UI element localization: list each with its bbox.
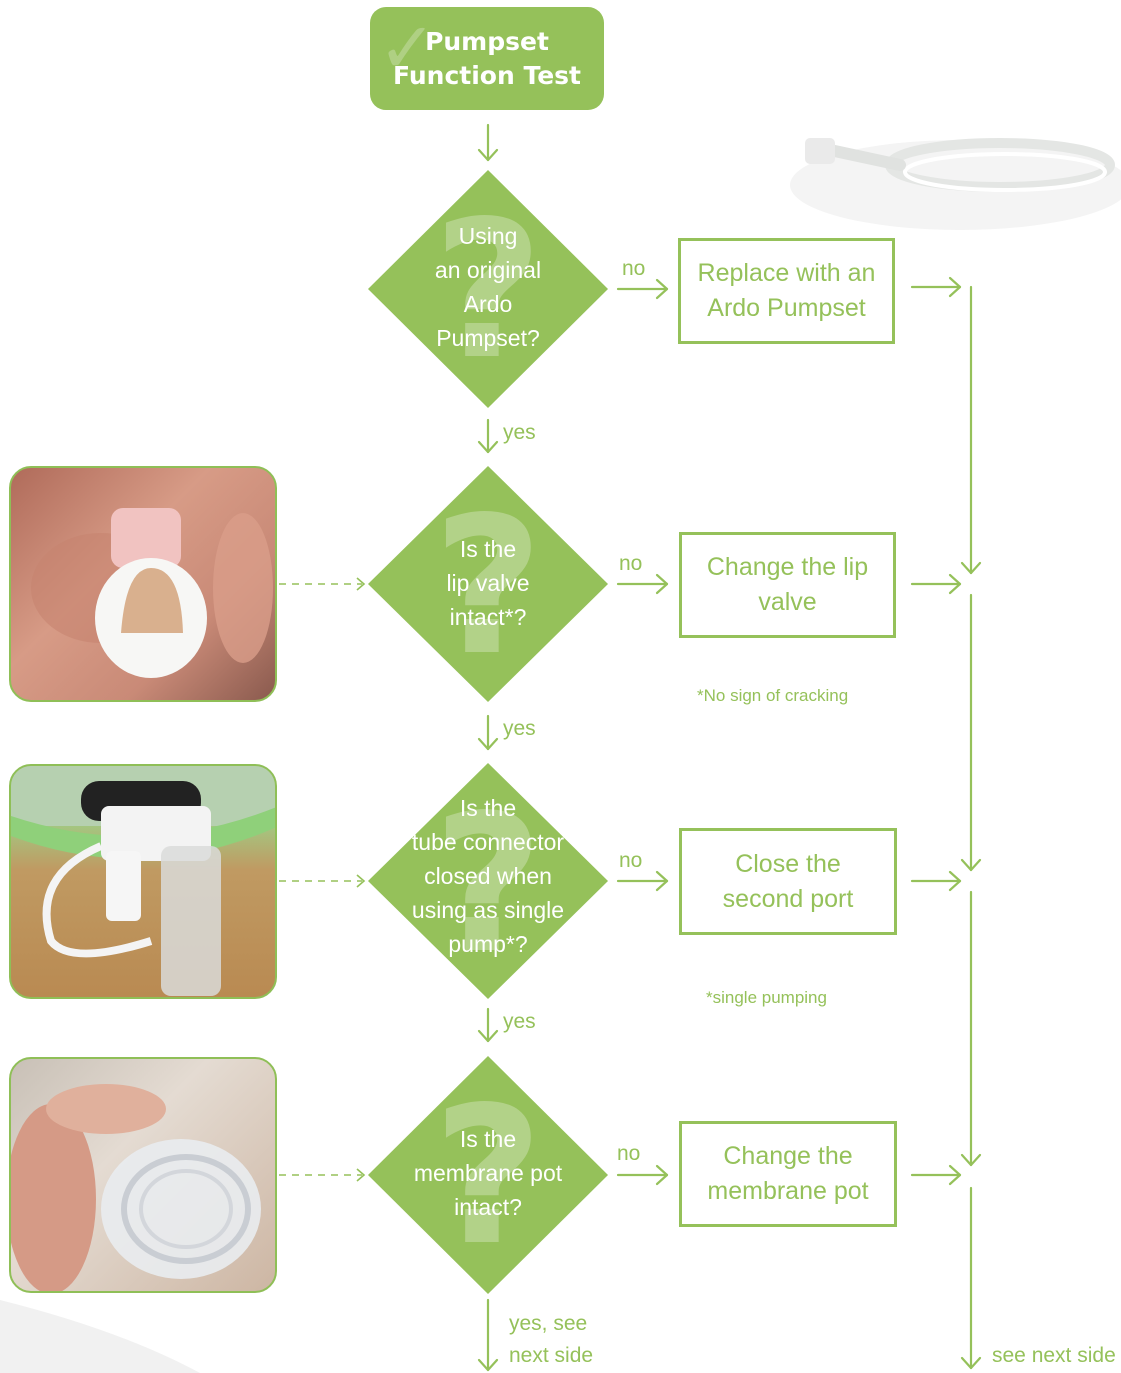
title-line-1: Pumpset: [425, 26, 549, 56]
no-label: no: [617, 1142, 641, 1165]
pumpset-tube-image: [790, 138, 1121, 230]
question-mark-icon: ?: [432, 774, 544, 995]
title-line-2: Function Test: [393, 60, 581, 90]
question-mark-icon: ?: [432, 180, 544, 401]
yes-label: yes: [503, 421, 536, 444]
yes-label: yes: [503, 1010, 536, 1033]
diamond-3: [368, 763, 608, 999]
no-label: no: [622, 257, 646, 280]
lip-valve-photo: [9, 466, 277, 702]
no-label: no: [619, 552, 643, 575]
see-next-side-label: see next side: [992, 1344, 1116, 1367]
question-mark-icon: ?: [432, 476, 544, 697]
checkmark-icon: ✓: [378, 7, 437, 89]
membrane-pot-photo: [9, 1057, 277, 1293]
diamond-1: [368, 170, 608, 408]
diamond-2: [368, 466, 608, 702]
single-pumping-note: *single pumping: [706, 988, 827, 1007]
tube-connector-photo: [9, 764, 277, 999]
diamond-4: [368, 1056, 608, 1294]
lip-valve-note: *No sign of cracking: [697, 686, 849, 705]
no-label: no: [619, 849, 643, 872]
question-mark-icon: ?: [432, 1066, 544, 1287]
title-box: ✓ Pumpset Function Test: [370, 7, 604, 110]
yes-label: yes: [503, 717, 536, 740]
decorative-swoosh: [0, 1300, 200, 1373]
